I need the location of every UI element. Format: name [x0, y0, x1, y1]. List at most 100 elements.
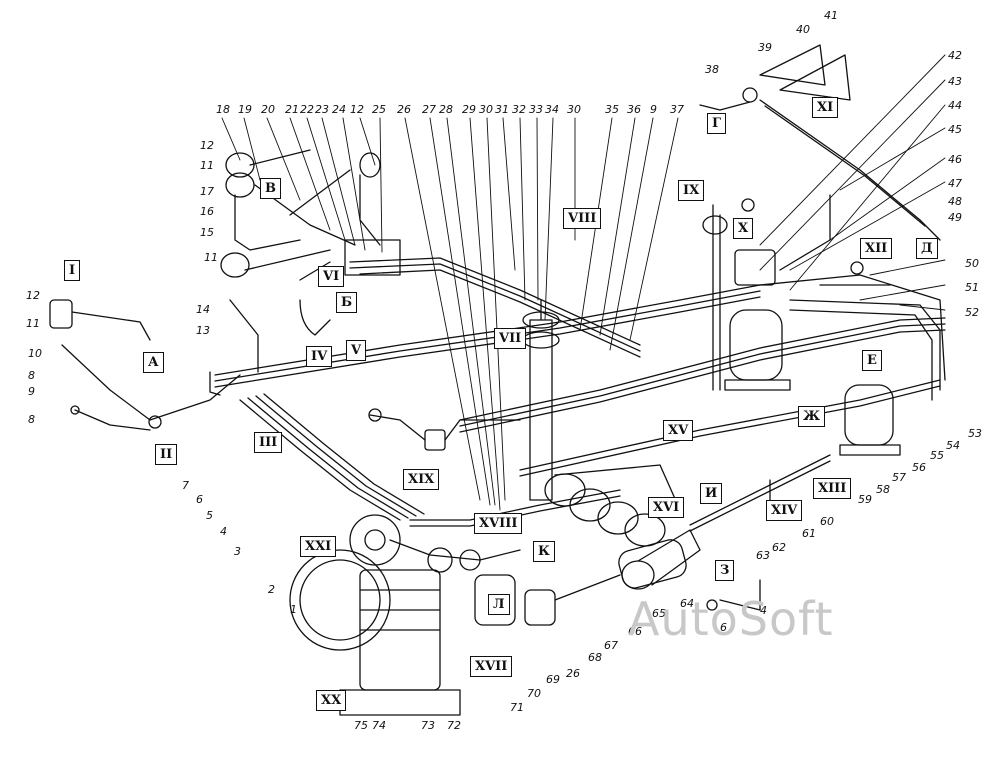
callout-1: 1 — [290, 603, 297, 616]
callout-12-far-left: 12 — [26, 289, 40, 302]
callout-11-far-left: 11 — [26, 317, 40, 330]
callout-57: 57 — [892, 471, 906, 484]
callout-11-upper-left: 11 — [200, 159, 214, 172]
box-XVI: XVI — [648, 497, 685, 518]
callout-27: 27 — [422, 103, 436, 116]
callout-25: 25 — [372, 103, 386, 116]
box-K: К — [533, 541, 555, 562]
callout-8-lower: 8 — [28, 413, 35, 426]
cylinder-pair — [618, 539, 687, 589]
box-XIX: XIX — [403, 469, 440, 490]
callout-72: 72 — [447, 719, 461, 732]
callout-74: 74 — [372, 719, 386, 732]
callout-34: 34 — [545, 103, 559, 116]
callout-66: 66 — [628, 625, 642, 638]
callout-48: 48 — [948, 195, 962, 208]
box-Zh: Ж — [798, 406, 826, 427]
callout-71: 71 — [510, 701, 524, 714]
box-V-cyr: В — [260, 178, 281, 199]
air-receivers — [724, 261, 941, 456]
callout-6-right: 6 — [720, 621, 727, 634]
lower-right-valve — [706, 579, 761, 611]
callout-64: 64 — [680, 597, 694, 610]
upper-left-chambers — [220, 149, 401, 336]
box-A: А — [143, 352, 164, 373]
callout-16: 16 — [200, 205, 214, 218]
callout-62: 62 — [772, 541, 786, 554]
callout-41: 41 — [824, 9, 838, 22]
callout-2: 2 — [268, 583, 275, 596]
callout-30-b: 30 — [567, 103, 581, 116]
callout-58: 58 — [876, 483, 890, 496]
callout-45: 45 — [948, 123, 962, 136]
leader-lines — [221, 54, 946, 511]
callout-9-top: 9 — [650, 103, 657, 116]
box-XIV: XIV — [766, 500, 803, 521]
callout-39: 39 — [758, 41, 772, 54]
filter-bank — [544, 464, 701, 590]
callout-7: 7 — [182, 479, 189, 492]
watermark: AutoSoft — [628, 592, 834, 646]
callout-10: 10 — [28, 347, 42, 360]
callout-75: 75 — [354, 719, 368, 732]
callout-4-right: 4 — [760, 604, 767, 617]
callout-29: 29 — [462, 103, 476, 116]
central-valve-assembly — [702, 194, 831, 391]
callout-54: 54 — [946, 439, 960, 452]
box-VIII: VIII — [563, 208, 602, 229]
callout-50: 50 — [965, 257, 979, 270]
callout-23: 23 — [315, 103, 329, 116]
callout-55: 55 — [930, 449, 944, 462]
right-diagonal-bundle — [459, 274, 946, 477]
upper-pipe-bundle — [209, 284, 761, 396]
callout-40: 40 — [796, 23, 810, 36]
callout-70: 70 — [527, 687, 541, 700]
callout-9-left: 9 — [28, 385, 35, 398]
callout-6-left: 6 — [196, 493, 203, 506]
callout-47: 47 — [948, 177, 962, 190]
box-IX: IX — [678, 180, 705, 201]
callout-15: 15 — [200, 226, 214, 239]
box-XV: XV — [663, 420, 694, 441]
callout-8-upper: 8 — [28, 369, 35, 382]
callout-12-top: 12 — [350, 103, 364, 116]
box-E: Е — [862, 350, 882, 371]
compressor — [289, 514, 621, 716]
callout-68: 68 — [588, 651, 602, 664]
callout-21: 21 — [285, 103, 299, 116]
callout-53: 53 — [968, 427, 982, 440]
box-XII: XII — [860, 238, 893, 259]
callout-33: 33 — [529, 103, 543, 116]
box-D: Д — [916, 238, 938, 259]
callout-24: 24 — [332, 103, 346, 116]
callout-69: 69 — [546, 673, 560, 686]
callout-11-mid-left: 11 — [204, 251, 218, 264]
box-Be: Б — [336, 292, 358, 313]
box-XVII: XVII — [470, 656, 513, 677]
callout-73: 73 — [421, 719, 435, 732]
callout-35: 35 — [605, 103, 619, 116]
callout-26-bottom: 26 — [566, 667, 580, 680]
callout-65: 65 — [652, 607, 666, 620]
callout-59: 59 — [858, 493, 872, 506]
callout-37: 37 — [670, 103, 684, 116]
callout-13: 13 — [196, 324, 210, 337]
callout-30-a: 30 — [479, 103, 493, 116]
box-XI: XI — [812, 97, 839, 118]
callout-38: 38 — [705, 63, 719, 76]
callout-52: 52 — [965, 306, 979, 319]
callout-4-left: 4 — [220, 525, 227, 538]
callout-46: 46 — [948, 153, 962, 166]
box-L: Л — [488, 594, 510, 615]
box-VII: VII — [494, 328, 527, 349]
callout-18: 18 — [216, 103, 230, 116]
callout-49: 49 — [948, 211, 962, 224]
callout-56: 56 — [912, 461, 926, 474]
top-pipe-run — [229, 257, 641, 373]
callout-43: 43 — [948, 75, 962, 88]
callout-44: 44 — [948, 99, 962, 112]
box-XX: XX — [316, 690, 347, 711]
callout-3: 3 — [234, 545, 241, 558]
